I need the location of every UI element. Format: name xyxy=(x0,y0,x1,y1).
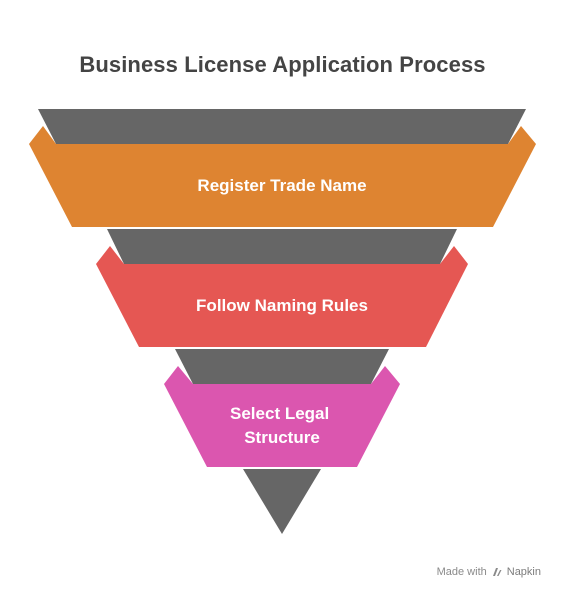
funnel-tip xyxy=(243,469,321,534)
stage-2-label-line-1: Follow Naming Rules xyxy=(196,296,368,315)
stage-3-back-band xyxy=(175,349,389,384)
funnel-stage-2: Follow Naming Rules xyxy=(96,229,468,347)
page-title: Business License Application Process xyxy=(79,52,486,77)
stage-3-front-band xyxy=(164,384,400,467)
stage-3-left-fold xyxy=(164,366,193,384)
stage-1-back-band xyxy=(38,109,526,144)
stage-1-label-line-1: Register Trade Name xyxy=(197,176,366,195)
watermark-brand: Napkin xyxy=(506,566,541,578)
stage-1-left-fold xyxy=(29,126,56,144)
watermark: Made with Napkin xyxy=(437,566,541,578)
stage-1-label: Register Trade Name xyxy=(197,176,366,195)
funnel-stage-3: Select Legal Structure xyxy=(164,349,400,467)
stage-2-back-band xyxy=(107,229,457,264)
stage-3-label-line-1: Select Legal xyxy=(230,404,329,423)
stage-3-label: Select Legal Structure xyxy=(230,404,334,447)
stage-3-label-line-2: Structure xyxy=(244,428,320,447)
stage-3-right-fold xyxy=(371,366,400,384)
stage-2-front-band xyxy=(96,264,468,347)
stage-1-front-band xyxy=(29,144,536,227)
watermark-prefix: Made with xyxy=(436,566,487,578)
stage-2-right-fold xyxy=(440,246,468,264)
stage-2-left-fold xyxy=(96,246,124,264)
napkin-logo-icon xyxy=(492,568,502,576)
stage-2-label: Follow Naming Rules xyxy=(196,296,368,315)
funnel-stage-1: Register Trade Name xyxy=(29,109,536,227)
stage-1-right-fold xyxy=(508,126,536,144)
